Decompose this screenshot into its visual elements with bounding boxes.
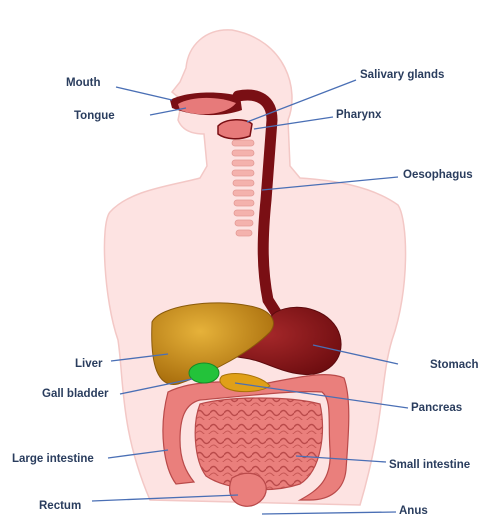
gall-bladder-shape <box>189 363 219 383</box>
pharynx-shape <box>218 120 252 139</box>
label-pancreas: Pancreas <box>411 402 462 414</box>
label-rectum: Rectum <box>39 500 81 512</box>
label-tongue: Tongue <box>74 110 115 122</box>
label-small-intestine: Small intestine <box>389 459 470 471</box>
label-anus: Anus <box>399 505 428 517</box>
label-liver: Liver <box>75 358 103 370</box>
label-gall-bladder: Gall bladder <box>42 388 109 400</box>
anus-leader <box>262 512 396 514</box>
label-pharynx: Pharynx <box>336 109 382 121</box>
label-salivary-glands: Salivary glands <box>360 69 444 81</box>
mouth-leader <box>116 87 172 100</box>
label-large-intestine: Large intestine <box>12 453 94 465</box>
label-mouth: Mouth <box>66 77 100 89</box>
label-oesophagus: Oesophagus <box>403 169 473 181</box>
label-stomach: Stomach <box>430 359 478 371</box>
rectum-shape <box>230 473 267 506</box>
